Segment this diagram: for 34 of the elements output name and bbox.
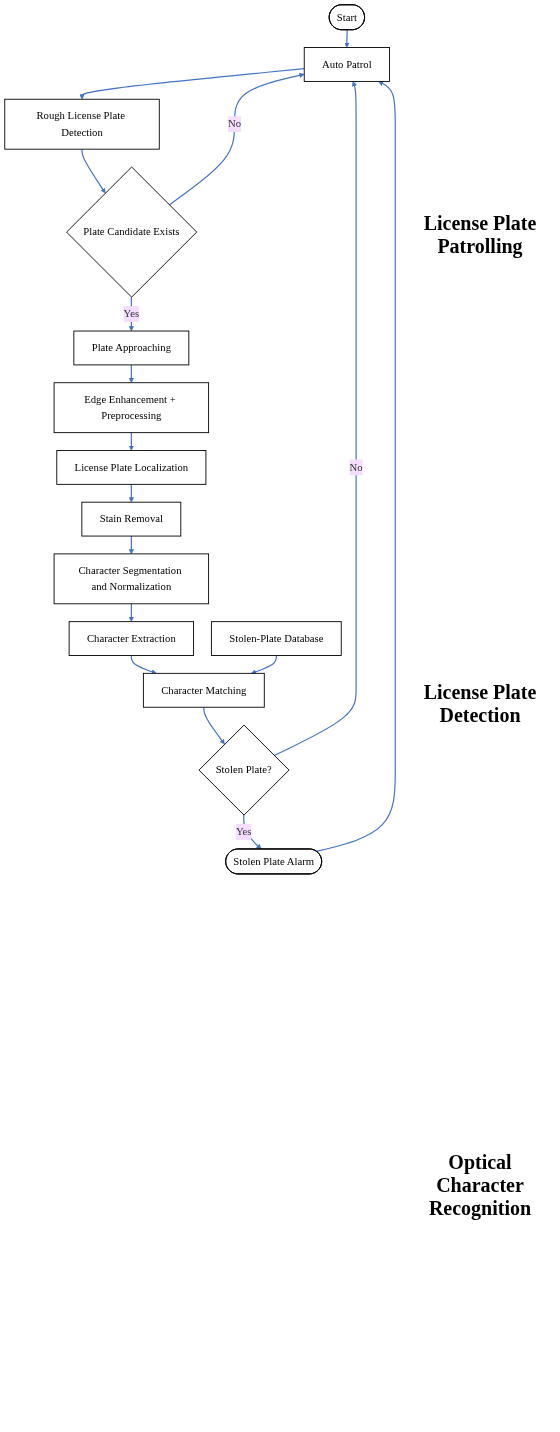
arrow xyxy=(168,72,305,206)
node-box: Character Extraction xyxy=(68,621,195,656)
arrow xyxy=(128,296,134,332)
arrow xyxy=(251,654,277,675)
arrow xyxy=(344,29,350,48)
node-box: Auto Patrol xyxy=(303,47,390,82)
arrow xyxy=(128,483,134,503)
arrow xyxy=(130,654,157,675)
node-box: Character Segmentation and Normalization xyxy=(53,553,210,605)
node-box: Character Matching xyxy=(142,672,265,708)
node-box: Stain Removal xyxy=(81,501,182,537)
node-box: Stolen-Plate Database xyxy=(210,621,342,656)
arrow xyxy=(128,603,134,622)
node-diamond: Plate Candidate Exists xyxy=(66,166,198,298)
arrow xyxy=(315,81,396,853)
node-box: Plate Approaching xyxy=(73,330,190,366)
node-diamond: Stolen Plate? xyxy=(198,724,290,816)
node-box: Edge Enhancement + Preprocessing xyxy=(53,382,210,434)
arrow xyxy=(128,432,134,451)
edge-label: Yes xyxy=(235,825,252,838)
node-box: License Plate Localization xyxy=(56,450,207,485)
arrow xyxy=(81,148,106,194)
phase-label: License Plate Detection xyxy=(422,680,538,729)
arrow xyxy=(79,68,305,100)
edge-label: No xyxy=(349,461,363,474)
arrow xyxy=(128,535,134,555)
edge-label: No xyxy=(227,117,242,130)
edge-label: Yes xyxy=(123,307,140,320)
arrow xyxy=(203,706,225,745)
phase-label: Optical Character Recognition xyxy=(427,1150,533,1222)
arrow xyxy=(273,81,357,757)
node-box: Rough License Plate Detection xyxy=(4,98,160,150)
phase-label: License Plate Patrolling xyxy=(422,210,538,260)
arrow xyxy=(128,364,134,383)
